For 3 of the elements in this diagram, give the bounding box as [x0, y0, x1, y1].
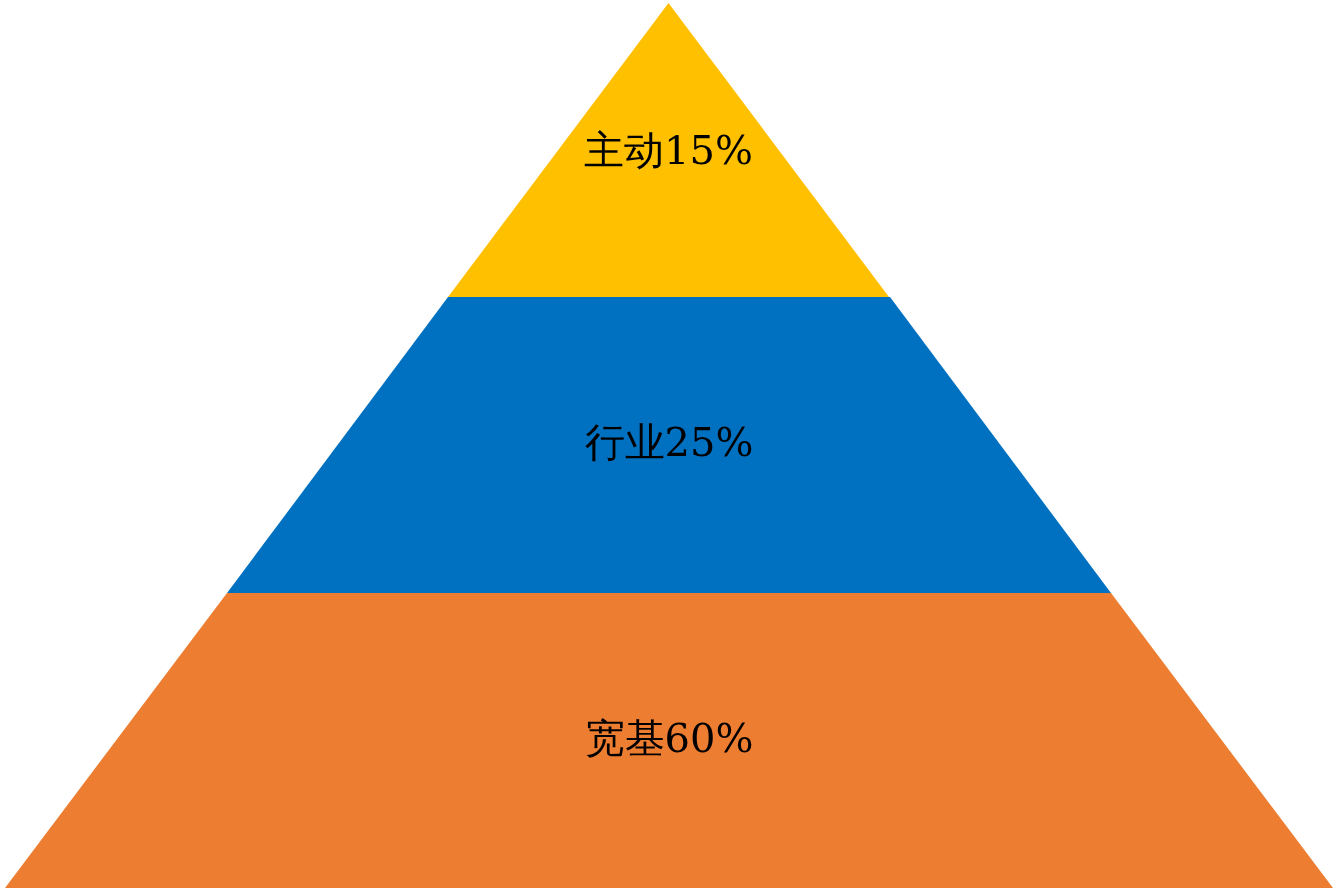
- tier-label: 宽基60%: [584, 714, 754, 763]
- tier-label: 行业25%: [584, 418, 754, 467]
- tier-label: 主动15%: [584, 126, 753, 175]
